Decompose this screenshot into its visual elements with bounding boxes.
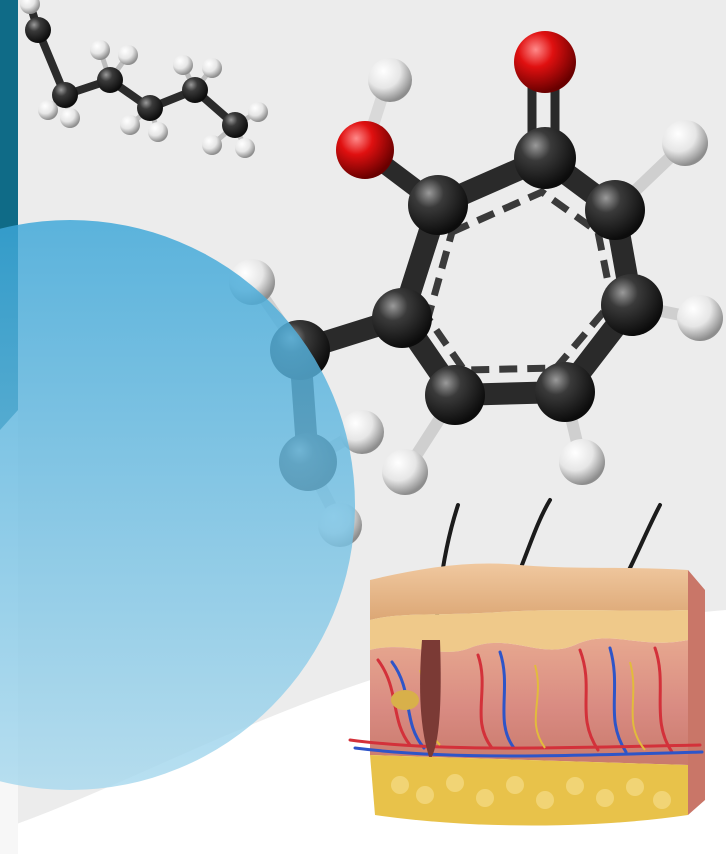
- alkyl-chain-molecule: [20, 0, 268, 158]
- skin-cross-section: [348, 498, 705, 826]
- blue-circle-overlay: [0, 220, 355, 790]
